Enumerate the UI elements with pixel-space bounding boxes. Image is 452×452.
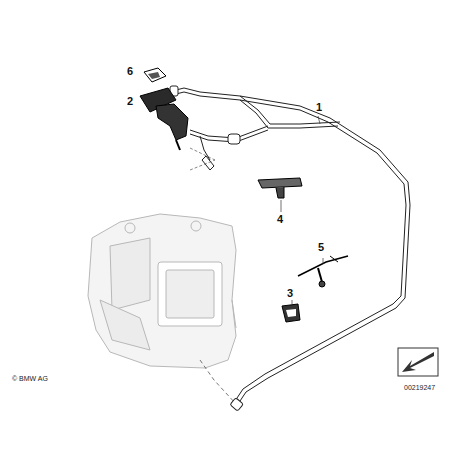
callout-number: 4: [277, 214, 283, 225]
callout-number: 3: [287, 288, 293, 299]
drawing-number: 00219247: [404, 384, 435, 391]
clip: [144, 68, 166, 82]
callout-number: 5: [318, 242, 324, 253]
reservoir-ghost: [88, 214, 236, 368]
washer-hose: [176, 88, 410, 404]
direction-icon: [398, 348, 438, 376]
callout-number: 1: [316, 102, 322, 113]
check-valve: [298, 256, 348, 287]
callout-number: 6: [127, 66, 133, 77]
washer-nozzle: [140, 88, 188, 150]
copyright-note: © BMW AG: [12, 375, 48, 382]
hose-clamp: [282, 304, 300, 322]
hose-holder: [258, 178, 302, 198]
callout-number: 2: [127, 96, 133, 107]
